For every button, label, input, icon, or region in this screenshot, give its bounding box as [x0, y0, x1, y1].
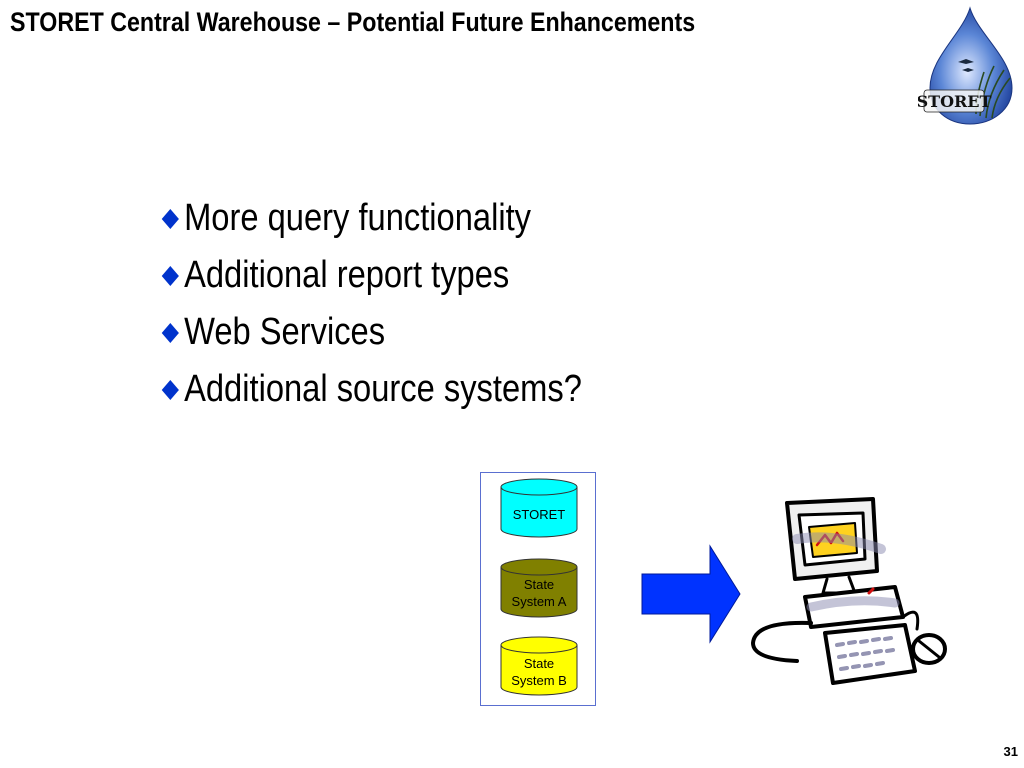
computer-clipart-icon	[751, 497, 947, 685]
bullet-text: Additional report types	[184, 254, 510, 296]
diamond-bullet-icon	[161, 208, 179, 229]
logo-text: STORET	[918, 92, 991, 111]
database-cylinder-icon	[500, 558, 578, 618]
bullet-list: More query functionality Additional repo…	[160, 190, 651, 418]
diamond-bullet-icon	[161, 265, 179, 286]
bullet-text: Web Services	[184, 311, 386, 353]
database-cylinder-icon	[500, 478, 578, 538]
bullet-item: Web Services	[160, 304, 582, 361]
diamond-bullet-icon	[161, 379, 179, 400]
bullet-item: More query functionality	[160, 190, 582, 247]
bullet-text: More query functionality	[184, 197, 532, 239]
bullet-text: Additional source systems?	[184, 368, 582, 410]
bullet-item: Additional report types	[160, 247, 582, 304]
db-label-storet: STORET	[512, 507, 566, 522]
diamond-bullet-icon	[161, 322, 179, 343]
right-arrow-icon	[641, 544, 741, 644]
db-label-state-system-a: State System A	[511, 577, 567, 609]
bullet-item: Additional source systems?	[160, 361, 582, 418]
slide-title: STORET Central Warehouse – Potential Fut…	[10, 7, 696, 37]
source-systems-box: STORET State System A State System B	[480, 472, 596, 706]
storet-logo: STORET	[918, 6, 1013, 125]
page-number: 31	[1003, 744, 1018, 759]
database-cylinder-icon	[500, 636, 578, 696]
db-label-state-system-b: State System B	[511, 656, 567, 688]
